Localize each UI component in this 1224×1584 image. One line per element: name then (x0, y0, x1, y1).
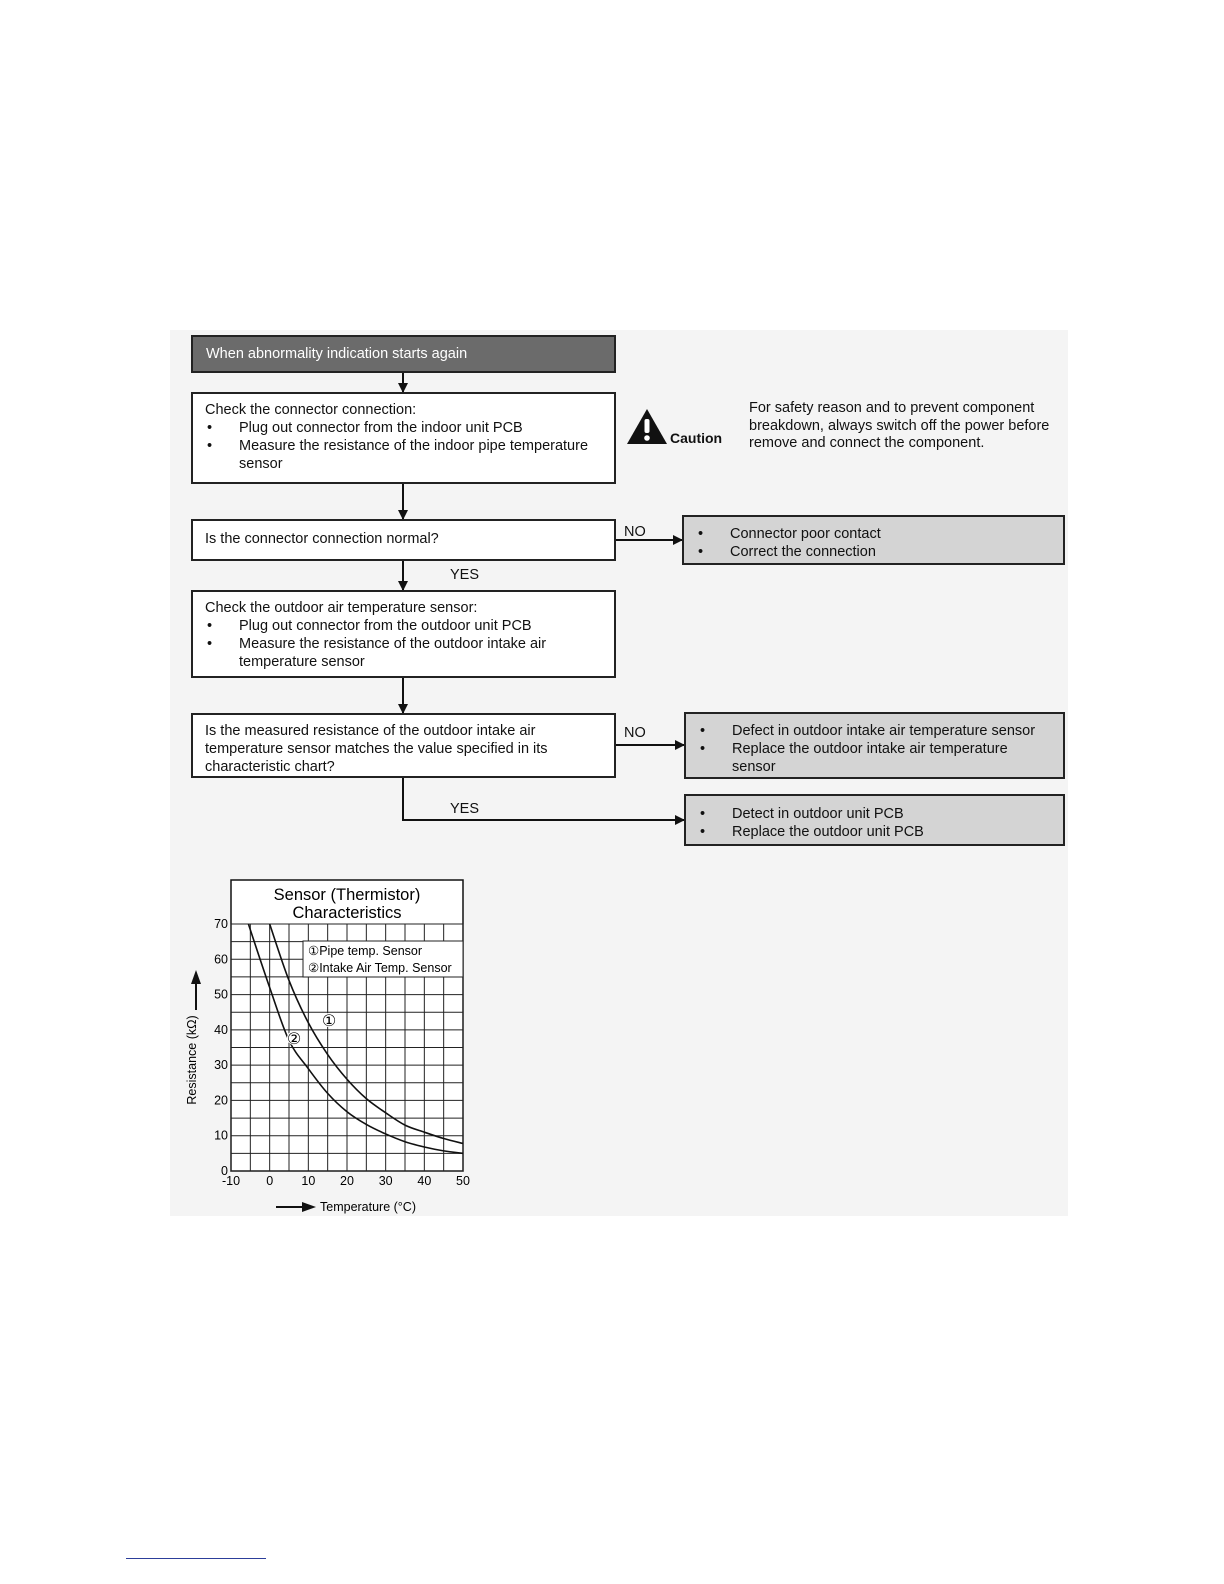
chart-x-tick-label: 20 (340, 1174, 354, 1188)
chart-y-axis-label: Resistance (kΩ) (185, 1015, 199, 1104)
chart-x-tick-label: 30 (379, 1174, 393, 1188)
chart-y-tick-label: 50 (214, 988, 228, 1002)
chart-legend-item-1: ①Pipe temp. Sensor (308, 944, 422, 958)
chart-y-tick-label: 60 (214, 952, 228, 966)
result-resistance-no-box: Defect in outdoor intake air temperature… (684, 712, 1065, 779)
chart-x-axis-arrow-icon (302, 1202, 316, 1212)
chart-y-tick-label: 10 (214, 1129, 228, 1143)
result-connector-no-bullet-2: Correct the connection (696, 543, 1051, 561)
chart-curve-marker-1-bg (322, 1013, 336, 1027)
result-connector-no-box: Connector poor contact Correct the conne… (682, 515, 1065, 565)
result-resistance-no-bullet-1: Defect in outdoor intake air temperature… (698, 722, 1051, 740)
chart-curve-marker-2: ② (287, 1029, 301, 1048)
check-connector-title: Check the connector connection: (205, 402, 417, 418)
chart-legend-item-2: ②Intake Air Temp. Sensor (308, 961, 452, 975)
check-connector-bullet-1: Plug out connector from the indoor unit … (205, 419, 602, 437)
chart-x-tick-label: 0 (266, 1174, 273, 1188)
chart-series-line-2 (247, 923, 464, 1155)
chart-y-axis-arrow-icon (191, 970, 201, 984)
footer-rule (126, 1558, 266, 1559)
chart-x-tick-label: 10 (301, 1174, 315, 1188)
check-connector-bullet-2: Measure the resistance of the indoor pip… (205, 437, 602, 473)
caution-text: For safety reason and to prevent compone… (749, 400, 1050, 451)
caution-label: Caution (670, 430, 723, 446)
chart-x-axis-label: Temperature (°C) (320, 1200, 416, 1214)
chart-x-tick-label: 50 (456, 1174, 470, 1188)
result-resistance-no-bullet-2: Replace the outdoor intake air temperatu… (698, 740, 1051, 776)
chart-y-tick-label: 70 (214, 917, 228, 931)
yes-label-2: YES (450, 801, 480, 817)
result-resistance-yes-box: Detect in outdoor unit PCB Replace the o… (684, 794, 1065, 846)
question-resistance-text: Is the measured resistance of the outdoo… (205, 723, 548, 775)
result-resistance-yes-bullet-1: Detect in outdoor unit PCB (698, 805, 1051, 823)
check-outdoor-bullet-2: Measure the resistance of the outdoor in… (205, 635, 602, 671)
chart-y-tick-label: 40 (214, 1023, 228, 1037)
question-connector-text: Is the connector connection normal? (205, 531, 439, 547)
chart-x-tick-label: -10 (222, 1174, 240, 1188)
check-outdoor-bullet-1: Plug out connector from the outdoor unit… (205, 617, 602, 635)
result-resistance-yes-bullet-2: Replace the outdoor unit PCB (698, 823, 1051, 841)
question-resistance-box: Is the measured resistance of the outdoo… (191, 713, 616, 778)
start-text: When abnormality indication starts again (206, 346, 468, 362)
chart-y-tick-label: 0 (221, 1164, 228, 1178)
question-connector-box: Is the connector connection normal? (191, 519, 616, 561)
check-connector-box: Check the connector connection: Plug out… (191, 392, 616, 484)
chart-y-tick-label: 20 (214, 1093, 228, 1107)
warning-icon (627, 409, 667, 444)
chart-curve-marker-1: ① (322, 1011, 336, 1030)
chart-x-tick-label: 40 (417, 1174, 431, 1188)
check-outdoor-title: Check the outdoor air temperature sensor… (205, 600, 478, 616)
no-label-2: NO (624, 725, 646, 741)
check-outdoor-box: Check the outdoor air temperature sensor… (191, 590, 616, 678)
result-connector-no-bullet-1: Connector poor contact (696, 525, 1051, 543)
arrow-resistance-yes (402, 778, 685, 825)
chart-legend-box (302, 940, 464, 978)
chart-curve-marker-2-bg (287, 1031, 301, 1045)
chart-title-line-2: Characteristics (292, 904, 401, 922)
start-box: When abnormality indication starts again (191, 335, 616, 373)
yes-label-1: YES (450, 567, 480, 583)
chart-y-tick-label: 30 (214, 1058, 228, 1072)
no-label-1: NO (624, 524, 646, 540)
chart-title-line-1: Sensor (Thermistor) (274, 886, 421, 904)
